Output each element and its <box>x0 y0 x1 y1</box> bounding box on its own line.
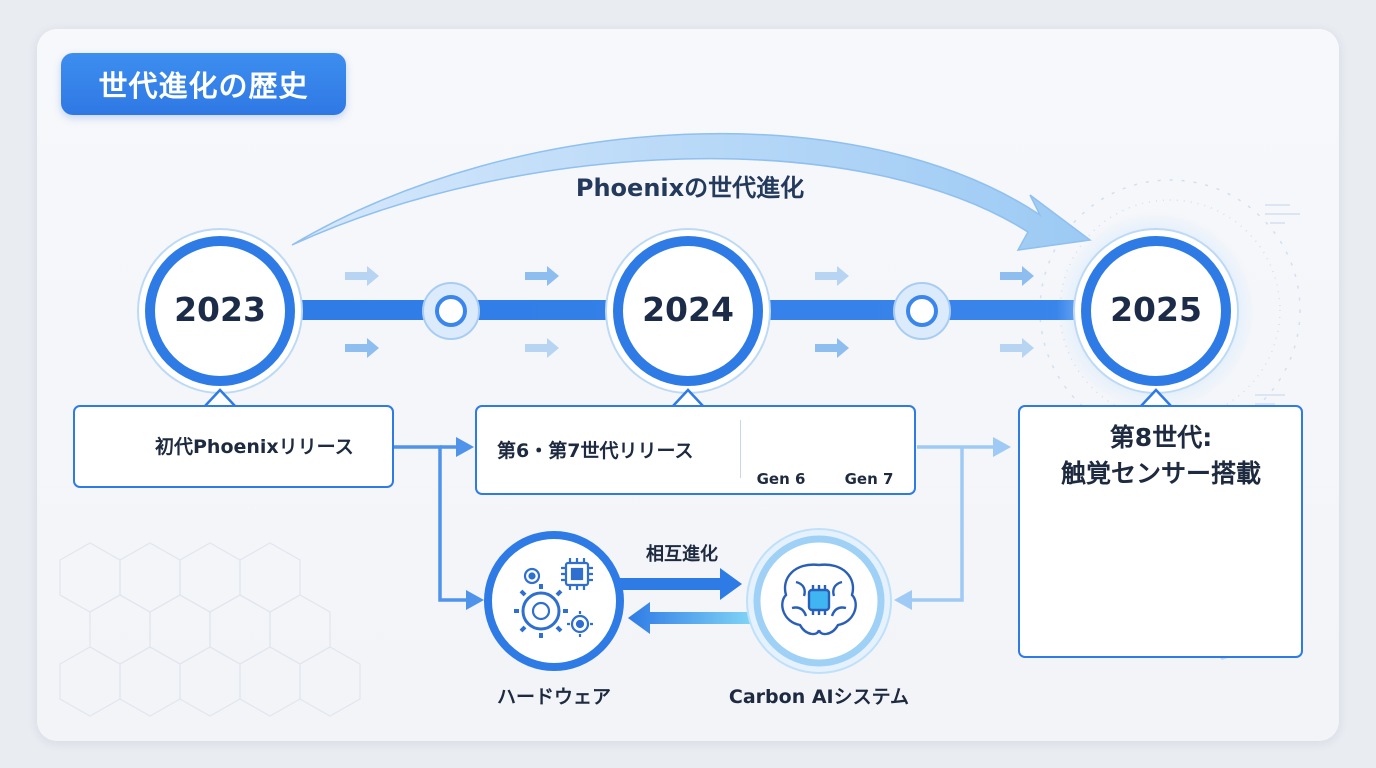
gears-circuit-icon <box>514 558 593 638</box>
gen8-line1: 第8世代: <box>1109 423 1213 452</box>
hardware-node <box>484 531 624 671</box>
arrowhead-to-gen8 <box>993 437 1011 457</box>
year-circle-2024 <box>605 228 771 394</box>
gen7-label: Gen 7 <box>844 470 894 488</box>
year-circle-2025 <box>1056 211 1256 411</box>
pointer-2025 <box>1140 388 1172 407</box>
milestone-node-1 <box>422 282 480 340</box>
hardware-label: ハードウェア <box>496 686 611 708</box>
brain-chip-icon <box>781 563 857 636</box>
first-release-box <box>73 405 394 488</box>
gen67-release-box <box>475 405 916 495</box>
flow-chevrons <box>345 266 1034 358</box>
first-release-label: 初代Phoenixリリース <box>155 436 354 458</box>
arrowhead-to-hardware <box>466 590 484 610</box>
ai-system-label: Carbon AIシステム <box>728 686 910 708</box>
reverse-arrow <box>628 602 750 634</box>
arrowhead-to-gen67 <box>456 437 474 457</box>
milestone-node-2 <box>893 282 951 340</box>
gen6-label: Gen 6 <box>756 470 806 488</box>
gen8-title: 第8世代: 触覚センサー搭載 <box>1020 420 1302 492</box>
arrowhead-to-ai <box>894 590 912 610</box>
mutual-evolution-label: 相互進化 <box>646 544 718 565</box>
gen8-line2: 触覚センサー搭載 <box>1060 459 1261 488</box>
year-2025: 2025 <box>1110 290 1202 329</box>
page-title: 世代進化の歴史 <box>61 53 346 115</box>
gen-divider <box>740 420 741 478</box>
year-2023: 2023 <box>174 290 266 329</box>
year-circle-2023 <box>137 228 303 394</box>
connector-gen8 <box>910 445 995 602</box>
connector-first-release <box>393 445 470 602</box>
gen8-box <box>1018 405 1303 658</box>
arc-label: Phoenixの世代進化 <box>575 174 805 202</box>
forward-arrow <box>620 568 742 600</box>
year-2024: 2024 <box>642 290 734 329</box>
gen67-release-label: 第6・第7世代リリース <box>497 440 694 462</box>
pointer-2023 <box>204 388 236 407</box>
hex-pattern <box>59 542 361 717</box>
pointer-2024 <box>672 388 704 407</box>
